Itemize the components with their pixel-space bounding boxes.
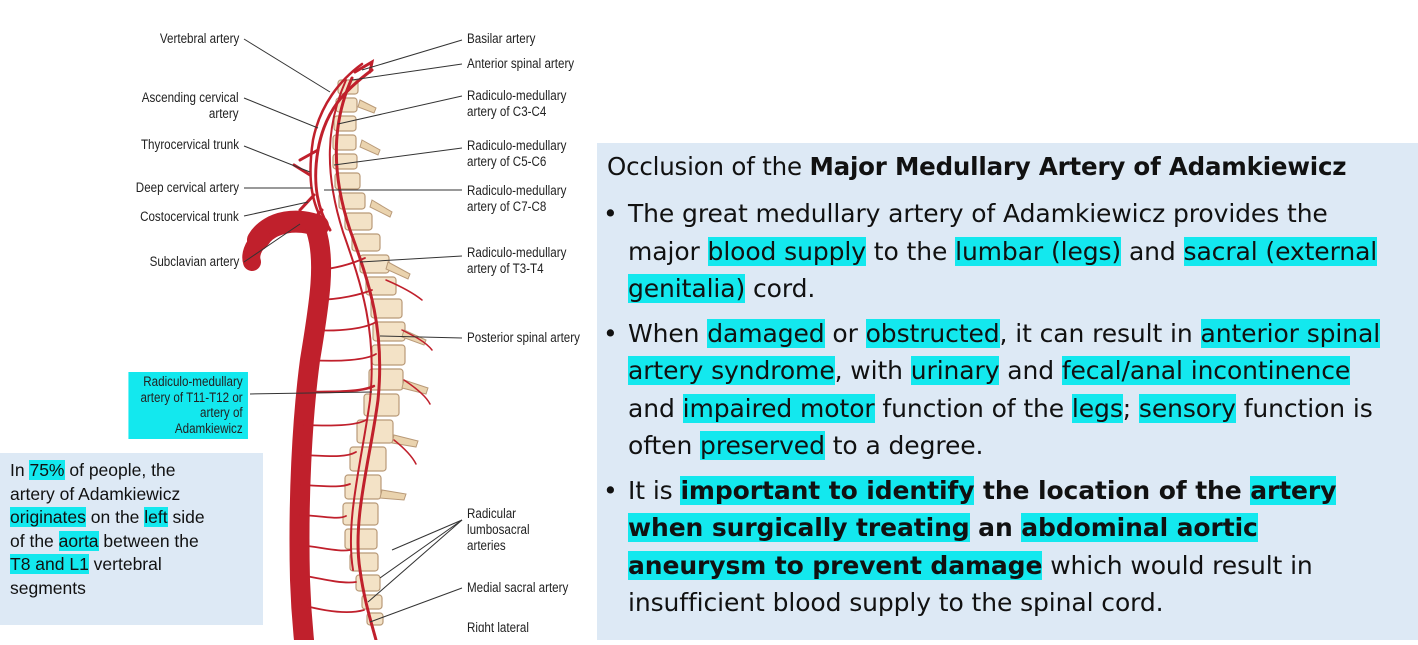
note-highlight-left: left <box>144 507 168 527</box>
bullet-text: and <box>1121 236 1184 266</box>
label-ascending-cervical-line1: Ascending cervical <box>142 90 239 105</box>
bullet-text: ; <box>1122 393 1139 423</box>
spinal-artery-diagram: Vertebral artery Ascending cervical arte… <box>0 0 600 645</box>
highlight-lumbar: lumbar (legs) <box>955 236 1122 266</box>
label-adamkiewicz-line3: artery of <box>200 405 243 420</box>
adamkiewicz-origin-note: In 75% of people, the artery of Adamkiew… <box>0 453 263 625</box>
highlight-impaired-motor: impaired motor <box>682 393 875 423</box>
panel-title-bold: Major Medullary Artery of Adamkiewicz <box>809 152 1347 181</box>
bullet-text: or <box>824 318 866 348</box>
label-rm-c5c6-line2: artery of C5-C6 <box>467 154 547 169</box>
highlight-damaged: damaged <box>707 318 825 348</box>
artery-network <box>242 59 433 645</box>
label-radicular-lumbosacral-arteries: Radicular lumbosacral arteries <box>467 506 530 554</box>
label-rm-c7c8-line2: artery of C7-C8 <box>467 199 547 214</box>
label-vertebral-artery: Vertebral artery <box>159 31 239 46</box>
label-rm-c5c6-line1: Radiculo-medullary <box>467 138 567 153</box>
leader-lines <box>243 38 463 623</box>
note-text: artery of Adamkiewicz <box>10 483 181 504</box>
bullet-blood-supply: The great medullary artery of Adamkiewic… <box>597 195 1402 308</box>
note-text: on the <box>85 507 145 527</box>
label-thyrocervical-trunk: Thyrocervical trunk <box>140 137 239 152</box>
highlight-blood-supply: blood supply <box>707 236 866 266</box>
label-radiculo-medullary-c3-c4: Radiculo-medullary artery of C3-C4 <box>467 88 566 120</box>
bullet-text: function is often <box>628 393 1373 461</box>
vertebral-column <box>332 79 406 626</box>
highlight-legs: legs <box>1071 393 1123 423</box>
note-text: of people, the <box>64 460 176 480</box>
note-highlight-originates: originates <box>10 507 86 527</box>
note-text: segments <box>10 577 86 598</box>
label-rm-t3t4-line2: artery of T3-T4 <box>467 261 544 276</box>
label-adamkiewicz-line1: Radiculo-medullary <box>143 374 243 389</box>
label-radiculo-medullary-t3-t4: Radiculo-medullary artery of T3-T4 <box>467 245 566 277</box>
bullet-text-bold: the location of the <box>974 475 1251 505</box>
label-rm-c7c8-line1: Radiculo-medullary <box>467 183 567 198</box>
bullet-text: cord. <box>745 274 816 303</box>
bullet-damage-consequences: When damaged or obstructed, it can resul… <box>597 315 1402 465</box>
bullet-text: which would result in insufficient blood… <box>628 550 1313 618</box>
label-radiculo-medullary-c7-c8: Radiculo-medullary artery of C7-C8 <box>467 183 566 215</box>
label-basilar-artery: Basilar artery <box>467 31 536 46</box>
bullet-text: to a degree. <box>824 431 984 460</box>
highlight-important-to-identify: important to identify <box>680 475 975 505</box>
highlight-obstructed: obstructed <box>865 318 1000 348</box>
bullet-text: , with <box>834 356 911 385</box>
bullet-list: The great medullary artery of Adamkiewic… <box>597 195 1402 629</box>
note-text: side <box>167 507 205 527</box>
highlight-sensory: sensory <box>1138 393 1236 423</box>
label-rm-c3c4-line2: artery of C3-C4 <box>467 104 547 119</box>
note-highlight-75-percent: 75% <box>29 460 65 480</box>
note-text: In <box>10 460 30 480</box>
panel-title: Occlusion of the Major Medullary Artery … <box>607 152 1347 181</box>
occlusion-info-panel: Occlusion of the Major Medullary Artery … <box>597 143 1418 640</box>
note-text: between the <box>98 530 199 551</box>
label-radicular-line1: Radicular <box>467 506 517 521</box>
bullet-text: and <box>628 393 683 423</box>
label-medial-sacral-artery: Medial sacral artery <box>467 580 569 595</box>
bullet-text: When <box>628 318 708 348</box>
bullet-text: and <box>999 356 1062 385</box>
note-text: of the <box>10 530 59 551</box>
highlight-urinary: urinary <box>910 356 1000 385</box>
note-text: vertebral <box>88 554 162 574</box>
bullet-text: It is <box>628 475 681 505</box>
label-deep-cervical-artery: Deep cervical artery <box>135 180 239 195</box>
label-ascending-cervical-artery: Ascending cervical artery <box>142 90 239 122</box>
highlight-preserved: preserved <box>700 431 825 460</box>
label-posterior-spinal-artery: Posterior spinal artery <box>467 330 580 345</box>
label-subclavian-artery: Subclavian artery <box>149 254 239 269</box>
label-radiculo-medullary-c5-c6: Radiculo-medullary artery of C5-C6 <box>467 138 566 170</box>
label-adamkiewicz-line4: Adamkiewicz <box>175 420 243 436</box>
bullet-text: , it can result in <box>999 318 1201 348</box>
spinal-illustration <box>242 38 463 645</box>
bullet-text: function of the <box>874 393 1072 423</box>
label-costocervical-trunk: Costocervical trunk <box>140 209 239 224</box>
bullet-text: The great medullary artery of Adamkiewic… <box>628 199 1328 266</box>
highlight-incontinence: fecal/anal incontinence <box>1061 356 1351 385</box>
label-anterior-spinal-artery: Anterior spinal artery <box>467 56 575 71</box>
label-ascending-cervical-line2: artery <box>209 106 239 121</box>
label-radicular-line2: lumbosacral <box>467 522 530 537</box>
panel-title-prefix: Occlusion of the <box>607 152 810 181</box>
bullet-text: to the <box>865 236 956 266</box>
label-radicular-line3: arteries <box>467 538 506 553</box>
bullet-surgical-importance: It is important to identify the location… <box>597 472 1402 622</box>
label-right-lateral: Right lateral <box>467 620 529 632</box>
bullet-text-bold: an <box>969 513 1022 542</box>
note-highlight-t8-l1: T8 and L1 <box>10 554 89 574</box>
label-rm-c3c4-line1: Radiculo-medullary <box>467 88 567 103</box>
label-rm-t3t4-line1: Radiculo-medullary <box>467 245 567 260</box>
note-highlight-aorta: aorta <box>58 530 99 551</box>
label-adamkiewicz-line2: artery of T11-T12 or <box>140 389 243 405</box>
label-artery-of-adamkiewicz: Radiculo-medullary artery of T11-T12 or … <box>128 372 248 439</box>
